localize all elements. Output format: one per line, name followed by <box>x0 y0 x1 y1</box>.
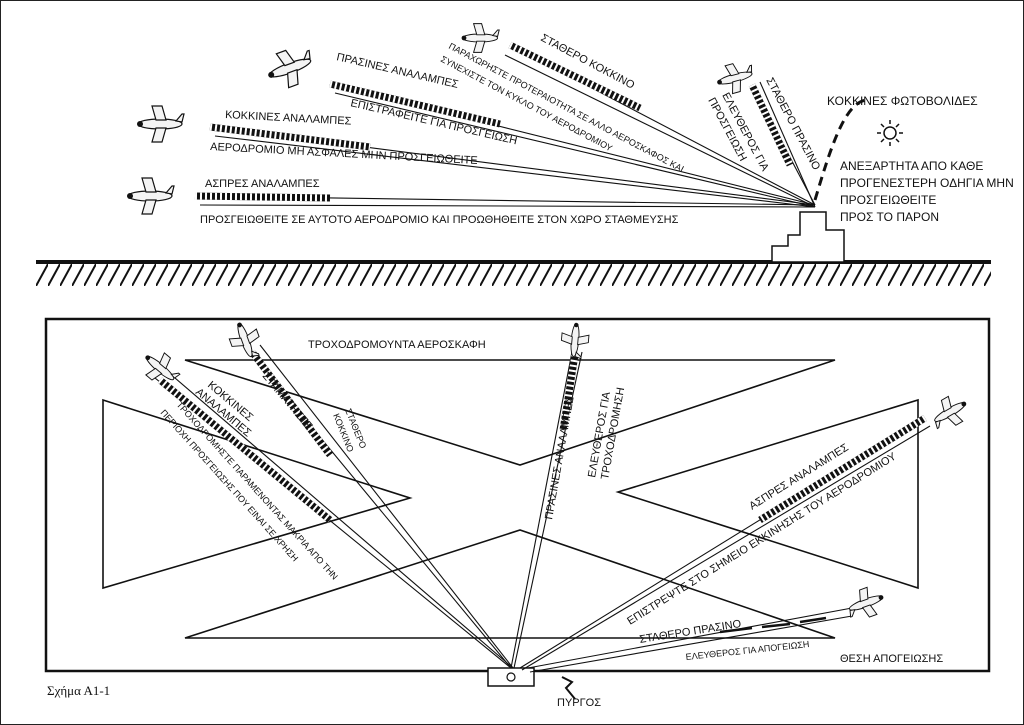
flare-burst-icon <box>877 120 903 146</box>
tower-pointer <box>561 676 576 700</box>
runway-triangle <box>102 398 413 590</box>
airfield-boundary <box>44 317 991 673</box>
light-beams-top <box>194 41 816 208</box>
label-land-here: ΠΡΟΣΓΕΙΩΘΕΙΤΕ ΣΕ ΑΥΤΟΤΟ ΑΕΡΟΔΡΟΜΙΟ ΚΑΙ Π… <box>200 214 679 226</box>
label-regardless-2: ΠΡΟΓΕΝΕΣΤΕΡΗ ΟΔΗΓΙΑ ΜΗΝ <box>840 176 1014 190</box>
label-give-way-1: ΠΑΡΑΧΩΡΗΣΤΕ ΠΡΟΤΕΡΑΙΟΤΗΤΑ ΣΕ ΑΛΛΟ ΑΕΡΟΣΚ… <box>447 41 685 174</box>
label-red-flares: ΚΟΚΚΙΝΕΣ ΦΩΤΟΒΟΛΙΔΕΣ <box>827 94 978 108</box>
label-white-flashes: ΑΣΠΡΕΣ ΑΝΑΛΑΜΠΕΣ <box>205 178 320 190</box>
label-takeoff-position: ΘΕΣΗ ΑΠΟΓΕΙΩΣΗΣ <box>840 653 943 665</box>
control-tower-icon <box>771 211 845 263</box>
airplane-icon <box>261 42 320 94</box>
flare-trajectory <box>813 98 869 201</box>
figure-caption: Σχήμα Α1-1 <box>47 683 110 698</box>
top-section: ΑΣΠΡΕΣ ΑΝΑΛΑΜΠΕΣ ΠΡΟΣΓΕΙΩΘΕΙΤΕ ΣΕ ΑΥΤΟΤΟ… <box>36 23 1014 286</box>
tower-box <box>487 667 535 687</box>
ground-hatching <box>36 262 991 286</box>
airplane-icon <box>136 105 185 143</box>
label-red-flashes: ΚΟΚΚΙΝΕΣ ΑΝΑΛΑΜΠΕΣ <box>225 109 352 128</box>
runway-triangle <box>184 359 836 466</box>
airplane-icon <box>126 177 175 215</box>
label-taxiing-aircraft: ΤΡΟΧΟΔΡΟΜΟΥΝΤΑ ΑΕΡΟΣΚΑΦΗ <box>308 339 486 351</box>
takeoff-trail <box>719 616 827 634</box>
label-regardless-1: ΑΝΕΞΑΡΤΗΤΑ ΑΠΟ ΚΑΘΕ <box>840 159 983 173</box>
light-beams-bottom <box>154 344 931 673</box>
airplane-icon <box>713 58 758 98</box>
runway-triangle <box>184 529 836 639</box>
tower-light-icon <box>506 672 516 682</box>
runway-triangle <box>615 398 919 590</box>
label-regardless-3: ΠΡΟΣΓΕΙΩΘΕΙΤΕ <box>840 193 936 207</box>
label-regardless-4: ΠΡΟΣ ΤΟ ΠΑΡΟΝ <box>840 210 939 224</box>
bottom-section: ΤΡΟΧΟΔΡΟΜΟΥΝΤΑ ΑΕΡΟΣΚΑΦΗ ΚΟΚΚΙΝΕΣ ΑΝΑΛΑΜ… <box>44 317 991 709</box>
label-tower: ΠΥΡΓΟΣ <box>557 697 601 709</box>
